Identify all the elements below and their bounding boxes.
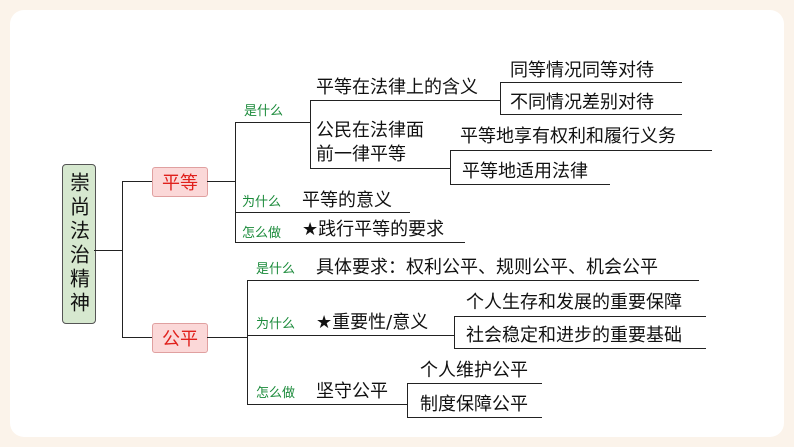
connector <box>407 383 542 384</box>
equality-citizens-item-1: 平等地享有权利和履行义务 <box>460 126 676 147</box>
connector <box>122 181 152 182</box>
fairness-why-item-1: 个人生存和发展的重要保障 <box>466 292 682 313</box>
connector <box>122 337 152 338</box>
connector <box>310 100 311 168</box>
equality-meaning-item-1: 同等情况同等对待 <box>510 60 654 81</box>
connector <box>454 316 455 348</box>
fairness-how-item-1: 个人维护公平 <box>420 360 528 381</box>
fairness-why: ★重要性/意义 <box>316 312 429 333</box>
connector <box>207 337 247 338</box>
connector <box>247 335 454 336</box>
equality-citizens-item-2: 平等地适用法律 <box>462 161 588 182</box>
equality-node: 平等 <box>152 167 208 197</box>
fairness-why-item-2: 社会稳定和进步的重要基础 <box>466 325 682 346</box>
equality-how-tag: 怎么做 <box>242 226 282 241</box>
fairness-what: 具体要求：权利公平、规则公平、机会公平 <box>316 257 658 278</box>
fairness-label: 公平 <box>162 329 198 350</box>
connector <box>450 184 610 185</box>
equality-citizens-line2: 前一律平等 <box>316 144 406 165</box>
equality-label: 平等 <box>162 173 198 194</box>
connector <box>407 383 408 417</box>
connector <box>247 404 407 405</box>
equality-why-tag: 为什么 <box>242 195 282 210</box>
connector <box>235 122 236 242</box>
connector <box>454 348 706 349</box>
connector <box>235 122 310 123</box>
connector <box>500 82 501 114</box>
connector <box>207 181 235 182</box>
fairness-how: 坚守公平 <box>316 381 388 402</box>
connector <box>247 280 248 404</box>
connector <box>454 316 706 317</box>
fairness-why-tag: 为什么 <box>256 317 296 332</box>
connector <box>310 168 450 169</box>
equality-why: 平等的意义 <box>302 190 392 211</box>
connector <box>450 150 451 184</box>
fairness-what-tag: 是什么 <box>256 262 296 277</box>
connector <box>407 417 542 418</box>
root-label: 崇尚法治精神 <box>66 172 91 316</box>
connector <box>94 250 122 251</box>
connector <box>310 100 500 101</box>
connector <box>500 82 682 83</box>
connector <box>247 280 699 281</box>
connector <box>450 150 712 151</box>
equality-meaning-item-2: 不同情况差别对待 <box>510 92 654 113</box>
connector <box>235 212 410 213</box>
fairness-node: 公平 <box>152 323 208 353</box>
equality-meaning: 平等在法律上的含义 <box>316 77 478 98</box>
connector <box>122 181 123 337</box>
root-node: 崇尚法治精神 <box>62 164 96 324</box>
equality-how: ★践行平等的要求 <box>302 219 445 240</box>
connector <box>235 242 465 243</box>
connector <box>500 114 682 115</box>
fairness-how-tag: 怎么做 <box>256 386 296 401</box>
fairness-how-item-2: 制度保障公平 <box>420 394 528 415</box>
card-background <box>10 10 784 437</box>
equality-what-tag: 是什么 <box>244 104 284 119</box>
equality-citizens-line1: 公民在法律面 <box>316 120 424 141</box>
